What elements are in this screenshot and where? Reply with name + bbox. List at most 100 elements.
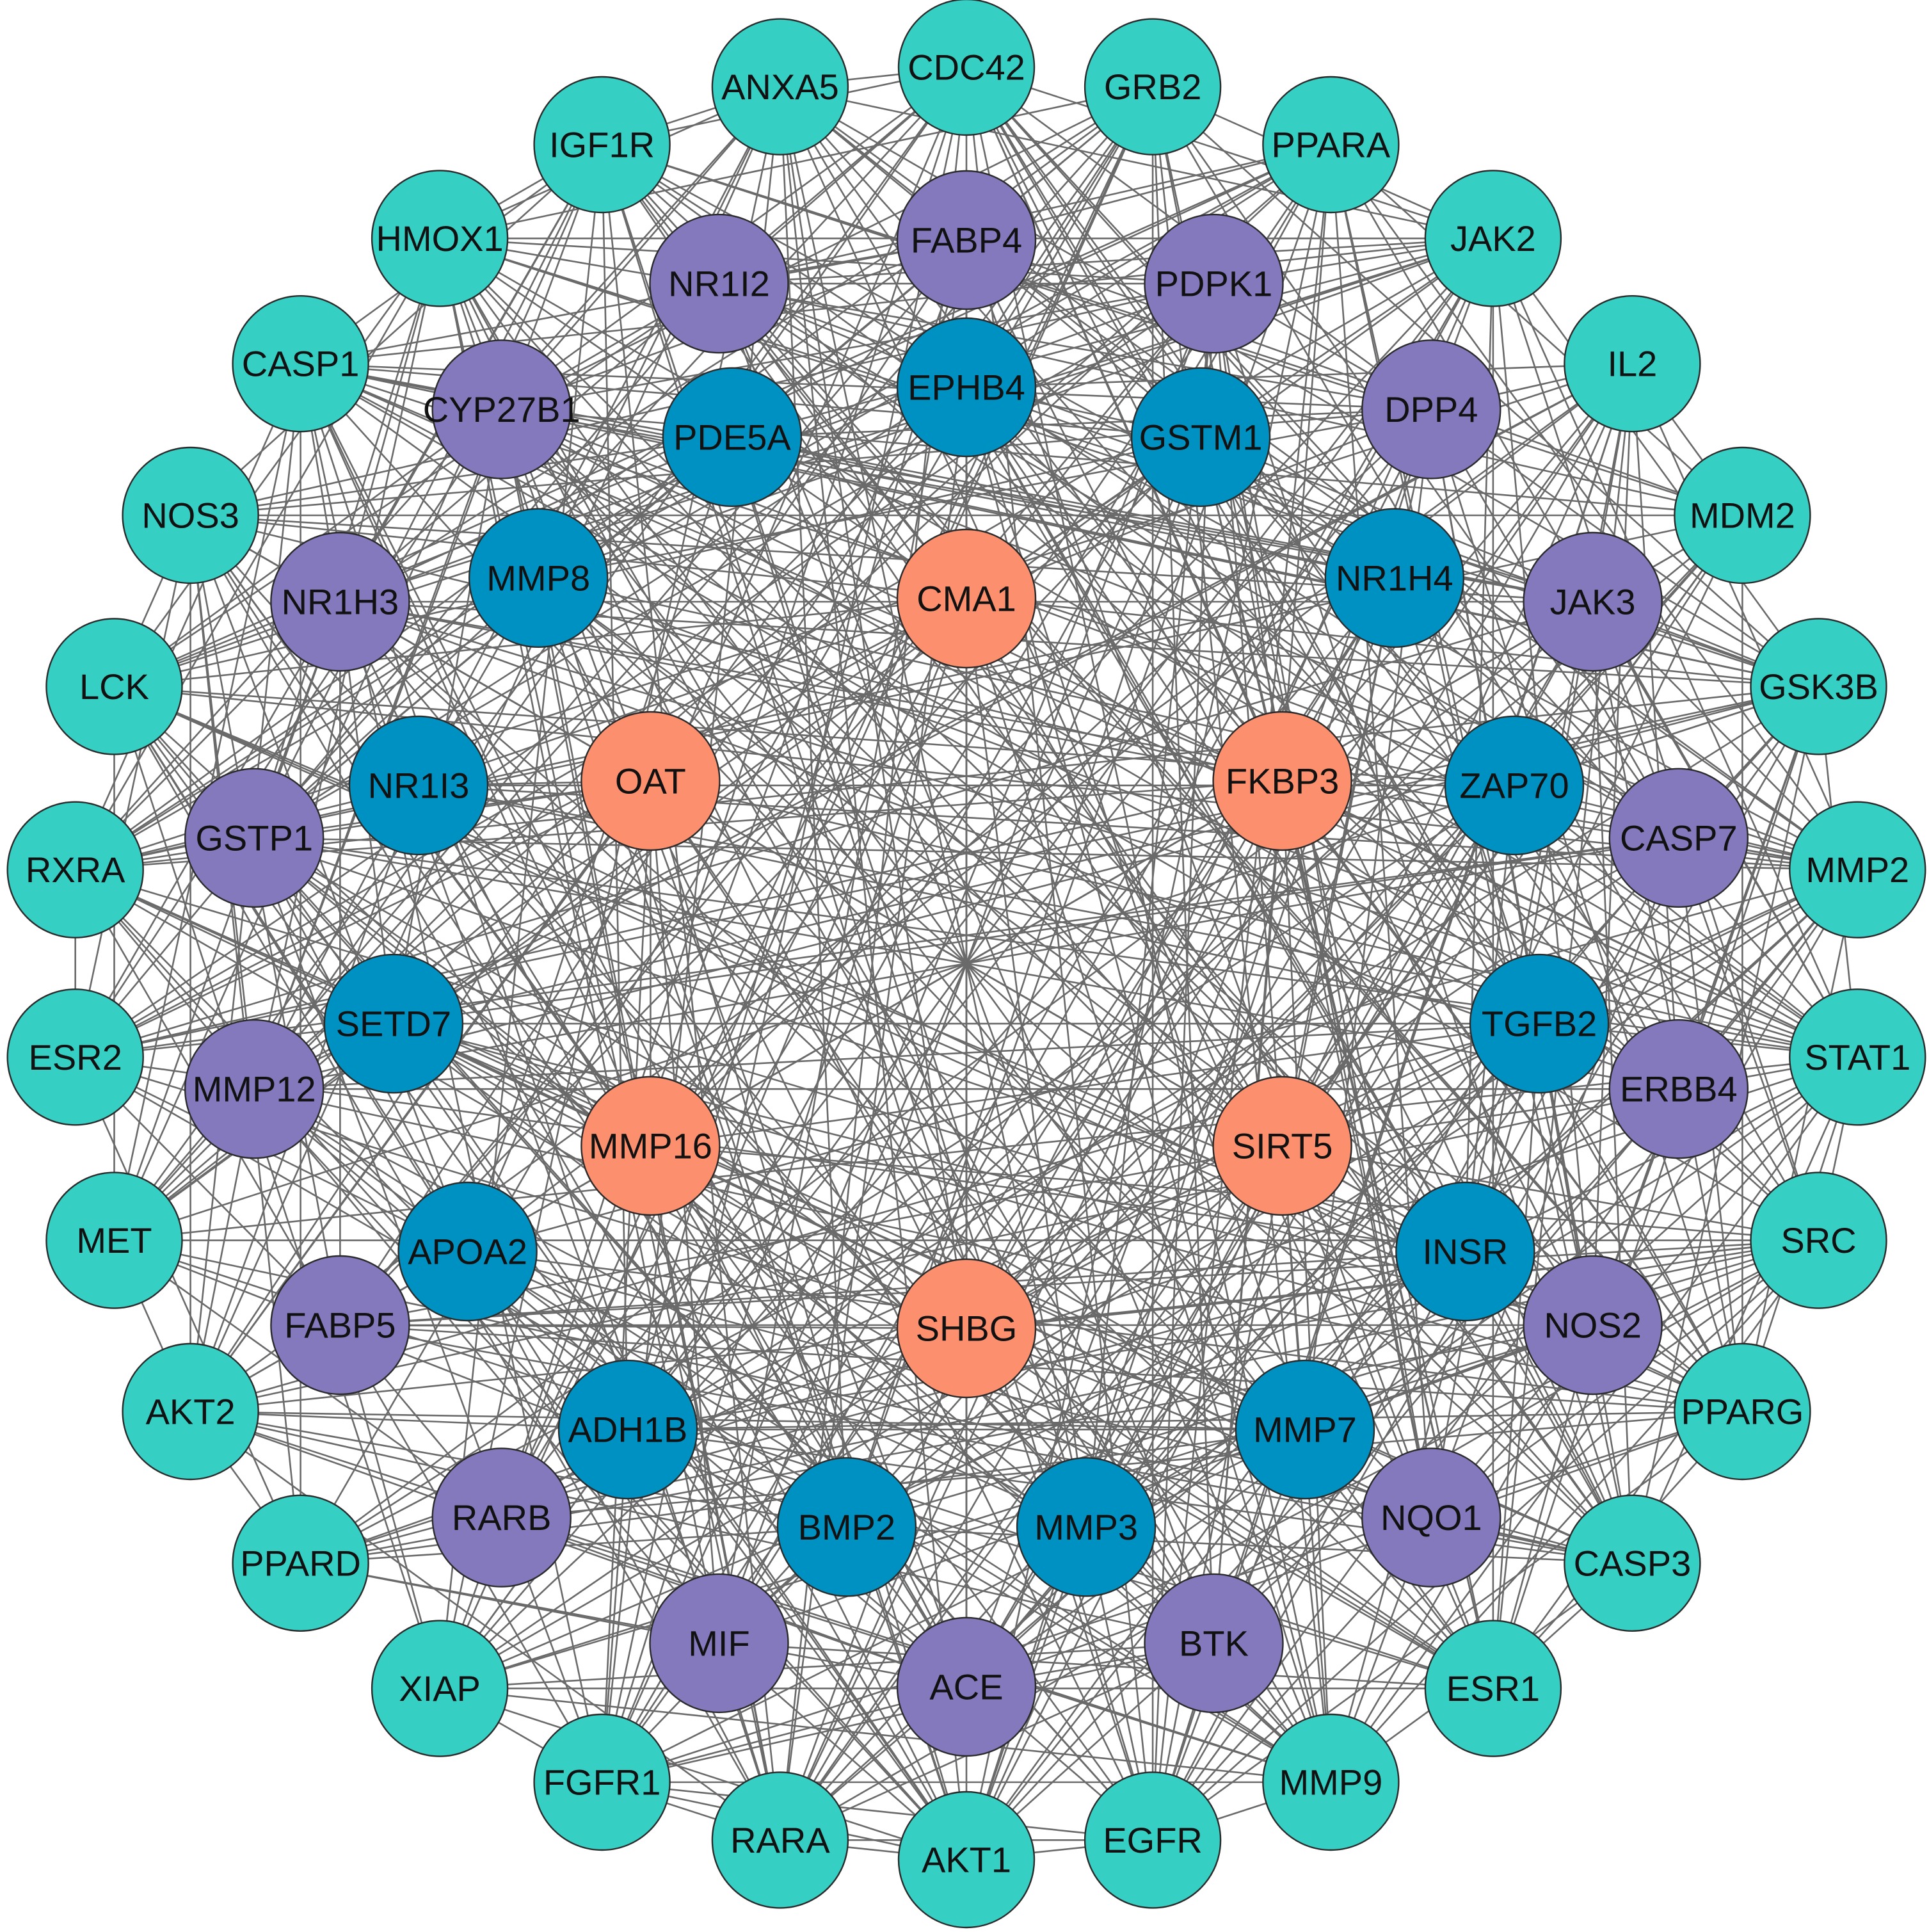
node-egfr: EGFR	[1084, 1771, 1222, 1909]
interaction-edge	[113, 237, 441, 688]
interaction-edge	[779, 86, 1466, 1252]
node-circle	[122, 1342, 259, 1481]
interaction-edge	[1199, 437, 1743, 1412]
node-fabp5: FABP5	[270, 1255, 410, 1396]
interaction-edge	[438, 144, 603, 1689]
interaction-edge	[1631, 1056, 1859, 1564]
node-mdm2: MDM2	[1674, 446, 1811, 584]
node-ppara: PPARA	[1262, 76, 1400, 214]
node-circle	[184, 768, 324, 908]
interaction-edge	[627, 144, 1332, 1430]
node-lck: LCK	[45, 618, 183, 755]
interaction-edge	[113, 686, 441, 1689]
node-cyp27b1: CYP27B1	[423, 339, 580, 479]
node-circle	[1750, 618, 1887, 755]
node-oat: OAT	[580, 711, 721, 851]
node-label: ANXA5	[721, 67, 839, 107]
interaction-edge	[965, 387, 1594, 1326]
node-akt2: AKT2	[122, 1342, 259, 1481]
interaction-edge	[501, 686, 1820, 1518]
interaction-edge	[439, 1324, 1593, 1689]
node-nr1h4: NR1H4	[1324, 508, 1465, 648]
interaction-edge	[439, 237, 1679, 1090]
interaction-edge	[189, 515, 341, 1326]
node-fgfr1: FGFR1	[533, 1713, 671, 1851]
node-apoa2: APOA2	[397, 1181, 538, 1322]
interaction-edge	[74, 515, 191, 1058]
node-label: JAK3	[1550, 582, 1636, 622]
node-tgfb2: TGFB2	[1469, 953, 1610, 1094]
node-jak3: JAK3	[1523, 531, 1663, 672]
interaction-edge	[538, 408, 1432, 579]
interaction-edge	[1281, 577, 1396, 1147]
node-btk: BTK	[1144, 1573, 1284, 1714]
interaction-edge	[253, 1088, 1087, 1528]
interaction-edge	[74, 237, 441, 871]
node-circle	[533, 76, 671, 214]
node-circle	[45, 1171, 183, 1309]
node-label: GSK3B	[1759, 666, 1878, 707]
interaction-edge	[501, 282, 1214, 410]
node-label: JAK2	[1450, 218, 1536, 259]
interaction-edge	[1492, 1024, 1541, 1689]
node-circle	[557, 1359, 698, 1500]
interaction-edge	[1492, 686, 1820, 1689]
node-label: CDC42	[908, 47, 1025, 88]
node-circle	[711, 18, 849, 156]
node-label: APOA2	[408, 1232, 527, 1272]
node-circle	[468, 508, 609, 648]
interaction-edge	[779, 86, 848, 1527]
interaction-edge	[965, 598, 1283, 1147]
node-sirt5: SIRT5	[1212, 1075, 1352, 1216]
node-circle	[270, 1255, 410, 1396]
interaction-edge	[1282, 1145, 1819, 1241]
interaction-edge	[1151, 86, 1494, 1689]
node-circle	[431, 339, 572, 479]
node-met: MET	[45, 1171, 183, 1309]
interaction-edge	[601, 144, 968, 599]
node-gstm1: GSTM1	[1130, 367, 1271, 507]
node-circle	[897, 1791, 1036, 1929]
node-dpp4: DPP4	[1361, 339, 1501, 479]
node-bmp2: BMP2	[776, 1457, 917, 1597]
interaction-edge	[965, 387, 1633, 1564]
interaction-edge	[1213, 1023, 1541, 1644]
node-circle	[662, 367, 803, 507]
interaction-edge	[1492, 237, 1820, 688]
node-fabp4: FABP4	[896, 170, 1037, 310]
node-label: STAT1	[1804, 1037, 1910, 1077]
interaction-edge	[418, 597, 967, 787]
interaction-edge	[538, 86, 781, 579]
node-label: NQO1	[1381, 1497, 1482, 1538]
node-label: MIF	[688, 1623, 749, 1663]
node-label: BMP2	[798, 1507, 896, 1547]
node-label: GRB2	[1104, 67, 1202, 107]
node-rxra: RXRA	[6, 801, 144, 938]
node-hmox1: HMOX1	[371, 170, 509, 307]
node-label: BTK	[1179, 1623, 1249, 1663]
interaction-edge	[74, 869, 628, 1431]
interaction-edge	[1152, 1410, 1743, 1841]
interaction-edge	[501, 408, 1858, 1058]
interaction-edge	[1085, 1023, 1541, 1528]
interaction-edge	[440, 1642, 1214, 1689]
interaction-edge	[538, 577, 1283, 1147]
interaction-edge	[438, 86, 781, 1689]
node-esr1: ESR1	[1424, 1620, 1562, 1757]
interaction-edge	[650, 408, 1432, 1147]
node-circle	[184, 1018, 324, 1159]
interaction-edge	[965, 239, 1633, 1564]
node-circle	[711, 1771, 849, 1909]
interaction-edge	[1514, 784, 1859, 1058]
node-label: RARB	[452, 1497, 552, 1538]
node-shbg: SHBG	[896, 1258, 1037, 1399]
interaction-edge	[339, 86, 1154, 1326]
interaction-edge	[627, 408, 1432, 1430]
node-circle	[1084, 1771, 1222, 1909]
node-label: NR1I3	[368, 765, 470, 805]
interaction-edge	[340, 1239, 1819, 1326]
node-label: EPHB4	[908, 367, 1025, 408]
node-label: RXRA	[26, 849, 125, 890]
node-gstp1: GSTP1	[184, 768, 324, 908]
